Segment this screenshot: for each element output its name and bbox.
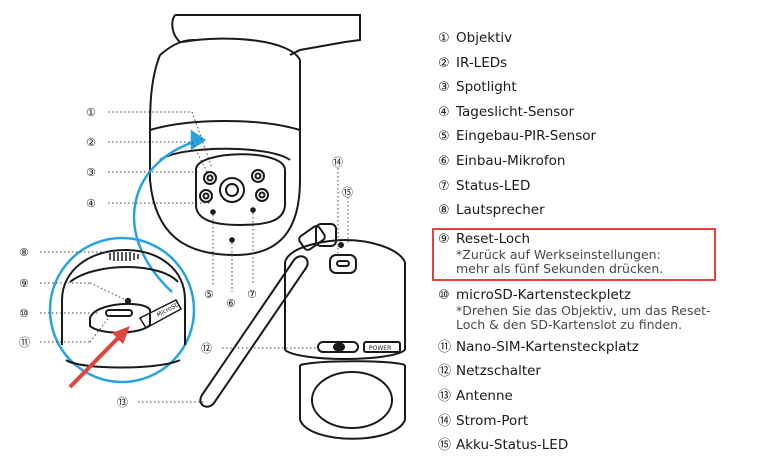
legend-number: ⑪ [438, 339, 456, 356]
legend-item-15: ⑮ Akku-Status-LED [438, 437, 768, 462]
legend-label: Status-LED [456, 178, 768, 195]
callout-8: ⑧ [19, 246, 29, 259]
legend-label: microSD-Kartensteckpletz [456, 287, 768, 304]
legend-label: Tageslicht-Sensor [456, 104, 768, 121]
legend-number: ⑧ [438, 202, 456, 219]
wall-mount-bracket [172, 15, 360, 55]
legend-label: Objektiv [456, 30, 768, 47]
legend-number: ③ [438, 79, 456, 96]
legend-item-5: ⑤ Eingebau-PIR-Sensor [438, 128, 768, 153]
legend-number: ⑨ [438, 231, 456, 248]
legend-number: ① [438, 30, 456, 47]
legend-label: Antenne [456, 388, 768, 405]
component-legend: ① Objektiv ② IR-LEDs ③ Spotlight ④ Tages… [438, 30, 768, 462]
legend-number: ⑩ [438, 287, 456, 304]
legend-note-line: mehr als fünf Sekunden drücken. [456, 262, 706, 276]
callout-15: ⑮ [342, 186, 353, 199]
legend-item-7: ⑦ Status-LED [438, 178, 768, 203]
legend-number: ⑫ [438, 363, 456, 380]
legend-label: Lautsprecher [456, 202, 768, 219]
legend-label: Eingebau-PIR-Sensor [456, 128, 768, 145]
front-camera [150, 39, 300, 255]
legend-item-13: ⑬ Antenne [438, 388, 768, 413]
legend-item-11: ⑪ Nano-SIM-Kartensteckplatz [438, 339, 768, 364]
legend-number: ⑥ [438, 153, 456, 170]
legend-label: Netzschalter [456, 363, 768, 380]
callout-5: ⑤ [204, 288, 214, 301]
callout-14: ⑭ [332, 156, 343, 169]
legend-item-10: ⑩ microSD-Kartensteckpletz *Drehen Sie d… [438, 287, 768, 332]
legend-label: Strom-Port [456, 413, 768, 430]
legend-item-3: ③ Spotlight [438, 79, 768, 104]
legend-number: ⑭ [438, 413, 456, 430]
legend-number: ② [438, 55, 456, 72]
legend-number: ⑤ [438, 128, 456, 145]
callout-11: ⑪ [19, 336, 30, 349]
legend-label: Reset-Loch [456, 231, 706, 248]
legend-item-2: ② IR-LEDs [438, 55, 768, 80]
callout-3: ③ [86, 166, 96, 179]
rear-camera [285, 240, 405, 439]
callout-10: ⑩ [19, 307, 29, 320]
legend-label: Spotlight [456, 79, 768, 96]
callout-6: ⑥ [226, 297, 236, 310]
legend-number: ⑦ [438, 178, 456, 195]
callout-4: ④ [86, 197, 96, 210]
legend-item-1: ① Objektiv [438, 30, 768, 55]
legend-item-9-highlighted: ⑨ Reset-Loch *Zurück auf Werkseinstellun… [432, 228, 716, 281]
legend-number: ⑮ [438, 437, 456, 454]
legend-item-4: ④ Tageslicht-Sensor [438, 104, 768, 129]
zoom-ring [50, 132, 204, 382]
power-label: POWER [369, 345, 391, 352]
legend-note-line: Loch & den SD-Kartenslot zu finden. [456, 318, 768, 332]
legend-item-12: ⑫ Netzschalter [438, 363, 768, 388]
legend-label: IR-LEDs [456, 55, 768, 72]
callout-7: ⑦ [247, 288, 257, 301]
legend-item-8: ⑧ Lautsprecher [438, 202, 768, 227]
legend-label: Einbau-Mikrofon [456, 153, 768, 170]
callout-9: ⑨ [19, 277, 29, 290]
legend-note-line: *Drehen Sie das Objektiv, um das Reset- [456, 304, 768, 318]
legend-number: ④ [438, 104, 456, 121]
legend-label: Nano-SIM-Kartensteckplatz [456, 339, 768, 356]
callout-2: ② [86, 136, 96, 149]
legend-item-14: ⑭ Strom-Port [438, 413, 768, 438]
legend-label: Akku-Status-LED [456, 437, 768, 454]
legend-item-6: ⑥ Einbau-Mikrofon [438, 153, 768, 178]
antenna [200, 224, 336, 407]
legend-note-line: *Zurück auf Werkseinstellungen: [456, 248, 706, 262]
callout-1: ① [86, 106, 96, 119]
callout-12: ⑫ [201, 342, 212, 355]
callout-13: ⑬ [117, 396, 128, 409]
legend-number: ⑬ [438, 388, 456, 405]
